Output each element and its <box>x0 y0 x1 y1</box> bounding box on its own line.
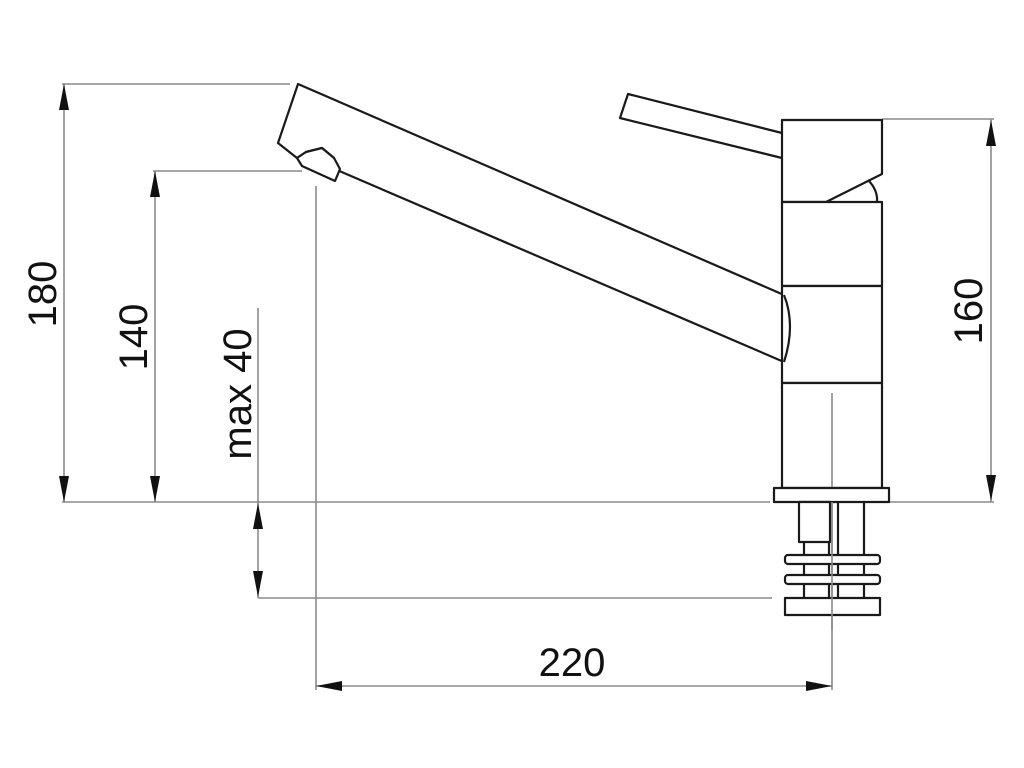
dim-label-160: 160 <box>947 278 991 345</box>
mounting-stud <box>797 500 832 544</box>
arrowheads <box>59 84 996 691</box>
dim-label-220: 220 <box>539 641 606 685</box>
lever-handle <box>618 92 788 160</box>
dim-label-140: 140 <box>112 304 156 371</box>
aerator <box>295 146 342 183</box>
dim-label-180: 180 <box>21 261 65 328</box>
body-middle <box>780 284 884 385</box>
body-upper <box>780 200 884 288</box>
base-flange <box>772 486 891 504</box>
cartridge-cap <box>780 118 884 204</box>
faucet-outline <box>276 82 891 630</box>
dim-label-max40: max 40 <box>216 328 260 459</box>
dimension-lines <box>62 83 994 690</box>
